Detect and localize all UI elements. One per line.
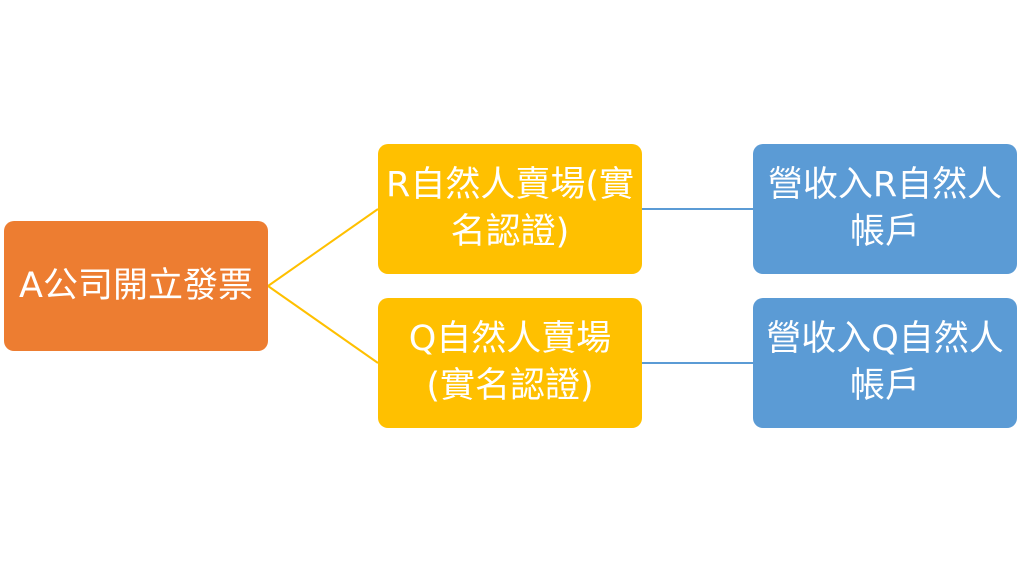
connector-root-to-middle-1 — [267, 208, 379, 287]
leaf-node-2: 營收入Q自然人帳戶 — [753, 298, 1017, 428]
root-node: A公司開立發票 — [4, 221, 268, 351]
leaf-node-1: 營收入R自然人帳戶 — [753, 144, 1017, 274]
middle-node-2: Q自然人賣場(實名認證) — [378, 298, 642, 428]
leaf-node-1-label: 營收入R自然人帳戶 — [767, 165, 1003, 252]
middle-node-1-label: R自然人賣場(實名認證) — [386, 165, 634, 252]
root-node-label: A公司開立發票 — [19, 265, 253, 306]
connector-root-to-middle-2 — [267, 285, 379, 364]
leaf-node-2-label: 營收入Q自然人帳戶 — [766, 319, 1004, 406]
middle-node-2-label: Q自然人賣場(實名認證) — [408, 319, 612, 406]
middle-node-1: R自然人賣場(實名認證) — [378, 144, 642, 274]
